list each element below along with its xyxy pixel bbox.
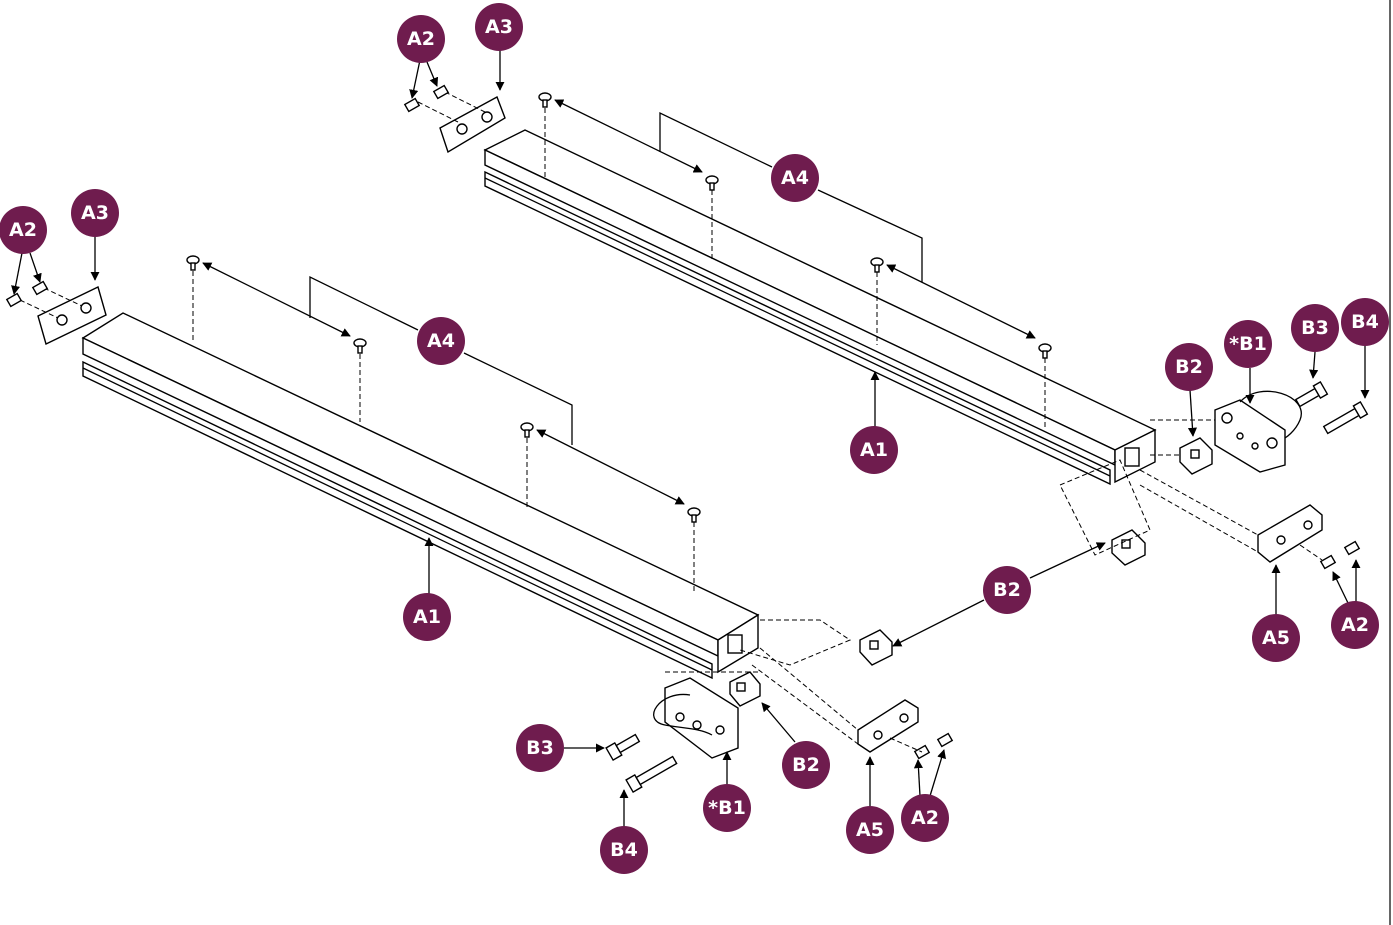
svg-text:A4: A4 [781,167,809,189]
svg-text:B3: B3 [1301,317,1329,339]
callout-bottom-b3: B3 [516,724,564,772]
mid-hardware [739,459,1151,666]
svg-text:A2: A2 [911,807,939,829]
svg-text:A3: A3 [485,16,513,38]
svg-text:A2: A2 [407,28,435,50]
callout-top-a1: A1 [850,426,898,474]
svg-text:B2: B2 [792,754,820,776]
callout-bottom-b4: B4 [600,826,648,874]
svg-text:A4: A4 [427,330,455,352]
callout-right-b2: B2 [1165,343,1213,391]
svg-text:B2: B2 [1175,356,1203,378]
callout-left-a4: A4 [417,317,465,365]
callout-top-a3: A3 [475,3,523,51]
callout-left-a1: A1 [403,593,451,641]
svg-text:B4: B4 [1351,311,1379,333]
top-end-cap [403,84,506,154]
callout-bottom-b1: *B1 [703,784,751,832]
callout-bottom-a2: A2 [901,794,949,842]
left-rail-screws [186,255,701,592]
svg-text:B4: B4 [610,839,638,861]
svg-text:B2: B2 [993,579,1021,601]
callout-bottom-b2: B2 [782,741,830,789]
callout-right-b1: *B1 [1224,320,1272,368]
bottom-hardware [605,647,954,794]
svg-text:A1: A1 [860,439,888,461]
callout-right-b3: B3 [1291,304,1339,352]
top-rail-screws [538,92,1052,428]
right-hardware [1139,380,1369,570]
top-rail [483,129,1157,486]
callout-right-a5: A5 [1252,614,1300,662]
svg-text:A2: A2 [9,219,37,241]
callout-bottom-a5: A5 [846,806,894,854]
callout-right-b4: B4 [1341,298,1389,346]
svg-text:A1: A1 [413,606,441,628]
leader-lines [11,50,1370,828]
callout-left-a3: A3 [71,189,119,237]
svg-text:A3: A3 [81,202,109,224]
svg-text:B3: B3 [526,737,554,759]
svg-text:A5: A5 [1262,627,1290,649]
callout-top-a4: A4 [771,154,819,202]
svg-text:*B1: *B1 [1229,333,1267,355]
svg-text:A5: A5 [856,819,884,841]
left-end-cap [5,280,107,345]
callout-right-a2: A2 [1331,601,1379,649]
svg-text:*B1: *B1 [708,797,746,819]
callout-top-a2: A2 [397,15,445,63]
callout-mid-b2: B2 [983,566,1031,614]
callout-left-a2: A2 [0,206,47,254]
left-rail [81,312,760,680]
svg-text:A2: A2 [1341,614,1369,636]
